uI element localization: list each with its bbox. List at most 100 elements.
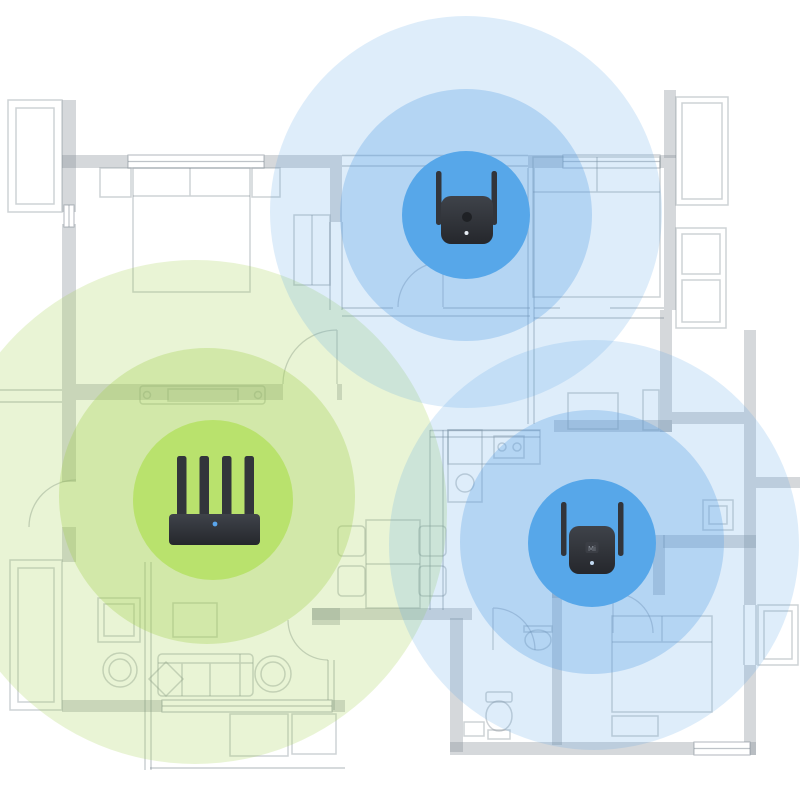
- balcony-top-right: [675, 96, 729, 206]
- extender-antenna: [561, 502, 567, 556]
- router-coverage-inner: [133, 420, 293, 580]
- sofa-pillow: [147, 660, 185, 698]
- extender-led: [590, 561, 594, 565]
- wall-segment: [332, 700, 345, 712]
- washbasin: [463, 625, 553, 740]
- wall-segment: [312, 608, 472, 620]
- wifi-extender-bottom: Mi: [561, 502, 624, 574]
- devices: Mi: [169, 171, 624, 574]
- wall-segment: [653, 535, 665, 595]
- wall-line: [429, 430, 444, 610]
- wall-segment: [552, 588, 562, 745]
- dining-chair: [337, 565, 366, 597]
- wall-segment: [450, 618, 463, 752]
- wall-segment: [62, 224, 76, 384]
- toilet: [485, 691, 513, 732]
- nightstand-right: [702, 499, 734, 531]
- wall-segment: [62, 700, 162, 712]
- extender-button: [462, 212, 472, 222]
- wall-segment: [337, 384, 342, 400]
- kitchen-counter: [447, 429, 541, 503]
- router-antenna: [177, 456, 187, 518]
- wall-segment: [660, 155, 676, 168]
- router-antenna: [244, 456, 254, 518]
- bed-top-right: [532, 156, 661, 298]
- router-device: [169, 456, 260, 545]
- nightstand: [251, 167, 281, 198]
- closet-right: [675, 227, 727, 329]
- wall-segment: [528, 155, 563, 168]
- tv-right-room: [567, 389, 660, 431]
- wall-segment: [330, 168, 342, 222]
- wall-segment: [664, 168, 676, 310]
- bay-window-top-left: [7, 99, 63, 213]
- bench: [611, 715, 659, 737]
- kitchen-sink: [455, 473, 475, 493]
- wall-line: [430, 429, 540, 438]
- dining-set: [337, 519, 447, 609]
- dining-chair: [418, 525, 447, 557]
- sofa: [157, 653, 254, 697]
- wall-segment: [744, 665, 756, 755]
- tv-console: [139, 385, 266, 405]
- wall-line: [743, 605, 757, 665]
- wall-segment: [62, 400, 76, 482]
- side-table: [97, 597, 141, 643]
- wifi-extender-top: [436, 171, 497, 244]
- door-arc: [28, 479, 77, 528]
- wall-segment: [744, 330, 756, 605]
- wall-line: [0, 389, 62, 403]
- bed-bottom-right: [611, 615, 713, 737]
- wall-segment: [750, 742, 756, 755]
- walls: [62, 90, 800, 755]
- dining-chair: [337, 525, 366, 557]
- router-antenna: [199, 456, 209, 518]
- coffee-table: [172, 602, 218, 638]
- wall-segment: [663, 535, 756, 548]
- round-table: [102, 652, 138, 688]
- dining-chair: [418, 565, 447, 597]
- dining-table: [365, 519, 421, 609]
- planter: [229, 713, 289, 757]
- bay-window-bottom-left: [9, 559, 63, 711]
- door-arc: [282, 329, 338, 385]
- router-antenna: [222, 456, 232, 518]
- windows: [63, 154, 751, 756]
- bed-top-left: [99, 167, 331, 293]
- wall-line: [534, 307, 664, 319]
- extender-antenna: [436, 171, 442, 225]
- stove: [493, 435, 525, 459]
- wall-segment: [664, 90, 676, 158]
- mi-logo-plate: [585, 542, 599, 553]
- wall-segment: [62, 100, 76, 212]
- right-window-box: [757, 604, 799, 666]
- wall-line: [329, 222, 343, 310]
- furniture: [7, 96, 799, 757]
- extender-led: [464, 231, 469, 235]
- wall-segment: [660, 310, 672, 432]
- living-room-set: [97, 597, 292, 698]
- wall-segment: [450, 742, 694, 755]
- wall-line: [144, 562, 152, 770]
- mi-logo-text: Mi: [588, 545, 596, 553]
- wall-segment: [672, 412, 744, 424]
- nightstand: [99, 167, 132, 198]
- wall-segment: [62, 155, 128, 168]
- router-led: [212, 521, 218, 527]
- wall-line: [342, 307, 530, 317]
- wall-segment: [62, 527, 76, 562]
- floor-plan: [0, 90, 800, 770]
- wall-segment: [62, 384, 283, 400]
- router-body: [169, 514, 260, 545]
- wall-segment: [756, 477, 800, 488]
- extender-antenna: [618, 502, 624, 556]
- wall-segment: [264, 155, 342, 168]
- door-arc: [287, 619, 329, 661]
- door-arc: [492, 607, 536, 651]
- coverage-rings: [0, 16, 799, 764]
- planter: [291, 713, 337, 755]
- wall-segment: [554, 420, 672, 432]
